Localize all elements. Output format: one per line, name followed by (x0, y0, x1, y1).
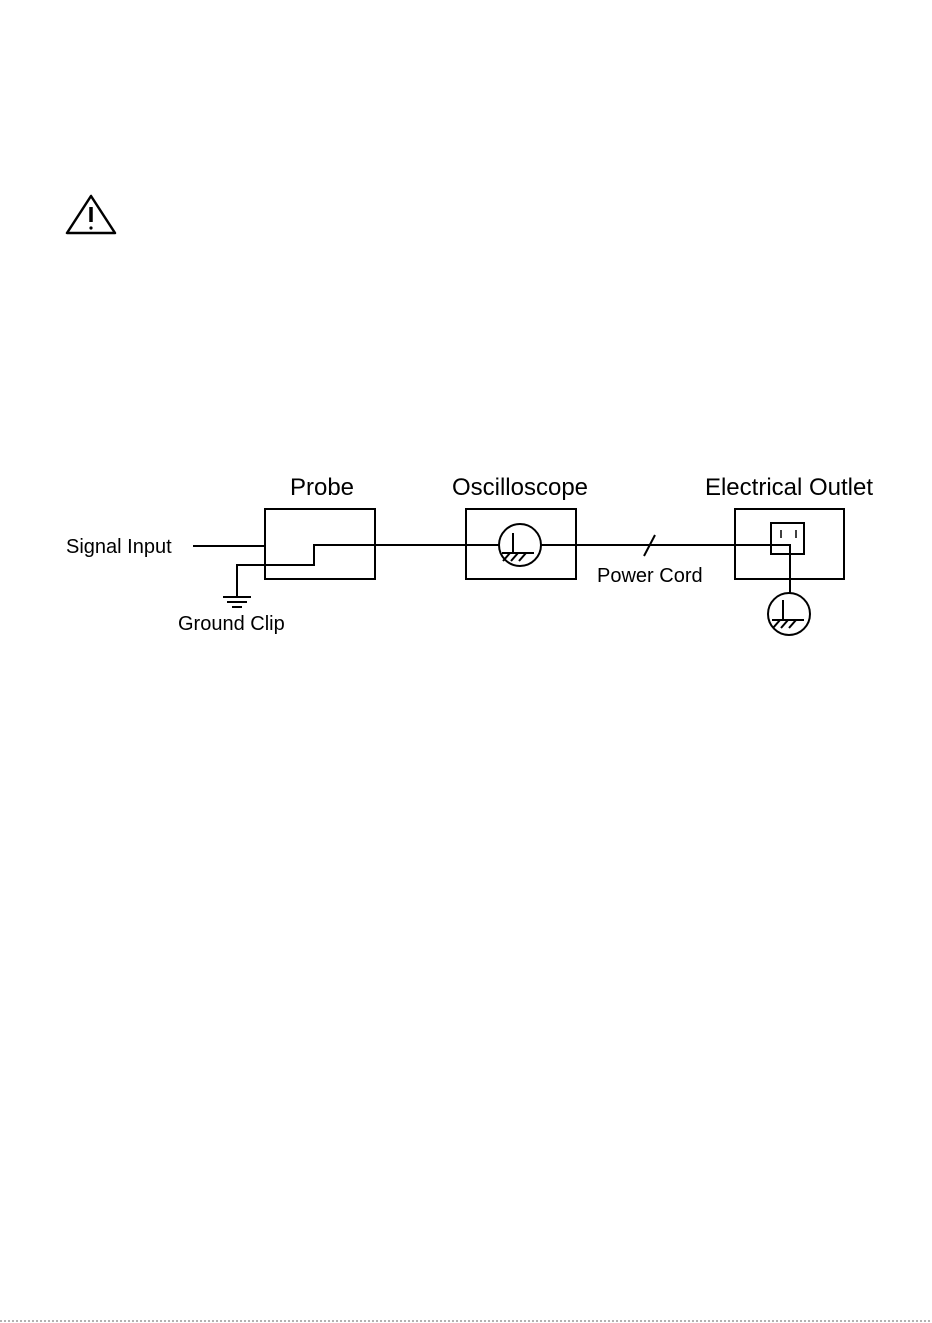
outlet-ground-wire (771, 545, 790, 593)
signal-input-label: Signal Input (66, 536, 172, 558)
oscilloscope-title: Oscilloscope (452, 474, 588, 501)
protective-earth-icon (499, 524, 541, 566)
protective-earth-icon (768, 593, 810, 635)
earth-ground-icon (223, 597, 251, 607)
ground-clip-label: Ground Clip (178, 613, 285, 635)
outlet-socket-icon (771, 523, 804, 554)
warning-triangle-icon (67, 196, 115, 233)
outlet-title: Electrical Outlet (705, 474, 873, 501)
probe-shield-wire (237, 545, 375, 597)
probe-title: Probe (290, 474, 354, 501)
power-cord-label: Power Cord (597, 565, 703, 587)
